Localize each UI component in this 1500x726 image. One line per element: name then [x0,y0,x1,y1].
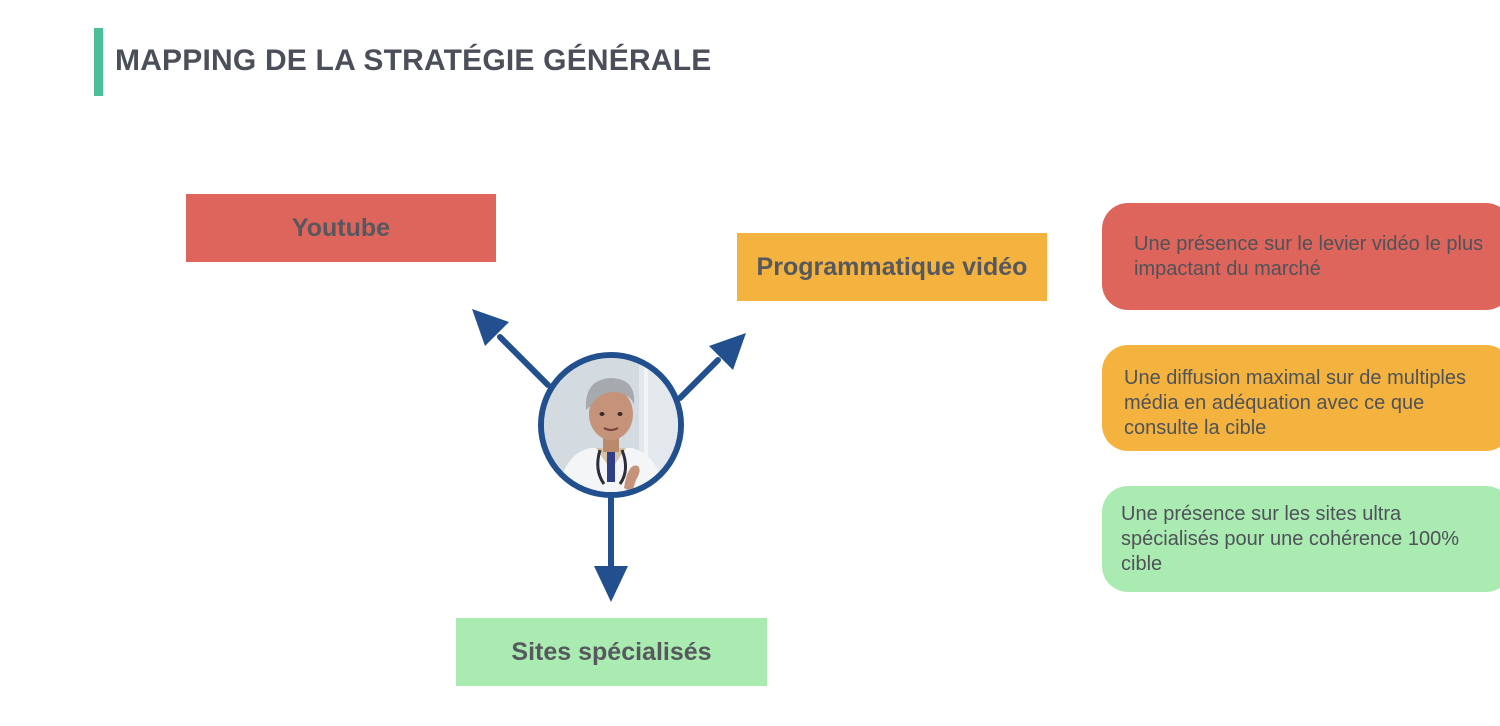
doctor-figure-icon [544,358,678,492]
channel-sites-specialises: Sites spécialisés [456,618,767,686]
arrow-to-youtube-icon [472,309,551,388]
benefit-youtube-text: Une présence sur le levier vidéo le plus… [1134,233,1484,280]
channel-youtube-label: Youtube [291,213,391,242]
benefit-sites-text: Une présence sur les sites ultra spécial… [1121,503,1459,575]
benefit-programmatique: Une diffusion maximal sur de multiples m… [1102,345,1500,451]
channel-programmatique-video-label: Programmatique vidéo [756,252,1028,281]
page-title: MAPPING DE LA STRATÉGIE GÉNÉRALE [115,44,712,77]
channel-youtube: Youtube [186,194,496,262]
channel-sites-specialises-label: Sites spécialisés [511,637,712,666]
channel-programmatique-video: Programmatique vidéo [737,233,1047,301]
arrow-to-sites-icon [594,494,628,602]
benefit-programmatique-text: Une diffusion maximal sur de multiples m… [1124,367,1467,439]
doctor-portrait-icon [538,352,684,498]
arrow-to-programmatique-icon [677,333,746,401]
benefit-sites: Une présence sur les sites ultra spécial… [1102,486,1500,592]
benefit-youtube: Une présence sur le levier vidéo le plus… [1102,203,1500,310]
title-accent-bar [94,28,103,96]
